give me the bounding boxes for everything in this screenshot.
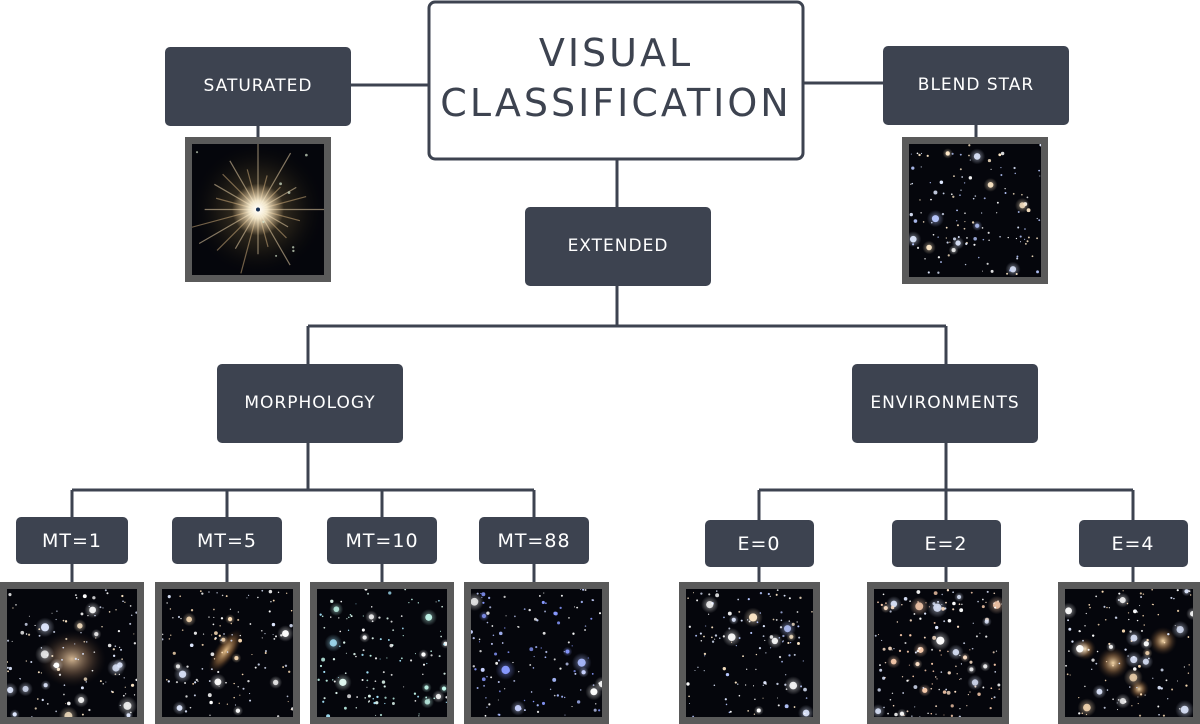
node-mt-10-label: MT=10 (345, 530, 418, 552)
node-saturated-label: SATURATED (204, 76, 313, 96)
node-mt-10: MT=10 (327, 517, 437, 564)
image-mt-10 (310, 582, 454, 724)
image-mt-1 (0, 582, 144, 724)
node-extended: EXTENDED (525, 207, 711, 286)
image-mt-88 (464, 582, 609, 724)
node-mt-88-label: MT=88 (497, 530, 570, 552)
node-mt-88: MT=88 (479, 517, 589, 564)
node-morphology: MORPHOLOGY (217, 364, 403, 443)
image-saturated (185, 137, 331, 282)
image-e-0 (679, 582, 820, 724)
image-blend-star (902, 137, 1048, 284)
node-mt-1: MT=1 (16, 517, 128, 564)
node-blend-star-label: BLEND STAR (918, 75, 1034, 95)
node-e-2-label: E=2 (924, 533, 967, 555)
connectors (70, 81, 1135, 584)
node-morphology-label: MORPHOLOGY (244, 393, 375, 413)
node-mt-1-label: MT=1 (42, 530, 102, 552)
node-environments-label: ENVIRONMENTS (870, 393, 1019, 413)
root-title-line2: CLASSIFICATION (440, 81, 791, 125)
root-node: VISUAL CLASSIFICATION (427, 0, 805, 161)
node-extended-label: EXTENDED (568, 236, 669, 256)
root-title-line1: VISUAL (539, 31, 693, 75)
node-mt-5: MT=5 (172, 517, 282, 564)
node-saturated: SATURATED (165, 47, 351, 126)
image-mt-5 (155, 582, 300, 724)
image-e-4 (1058, 582, 1200, 724)
node-e-2: E=2 (892, 520, 1001, 567)
node-environments: ENVIRONMENTS (852, 364, 1038, 443)
node-e-4-label: E=4 (1111, 533, 1154, 555)
node-e-0: E=0 (705, 520, 814, 567)
image-e-2 (867, 582, 1009, 724)
node-e-4: E=4 (1079, 520, 1188, 567)
node-e-0-label: E=0 (737, 533, 780, 555)
node-blend-star: BLEND STAR (883, 46, 1069, 125)
node-mt-5-label: MT=5 (197, 530, 257, 552)
